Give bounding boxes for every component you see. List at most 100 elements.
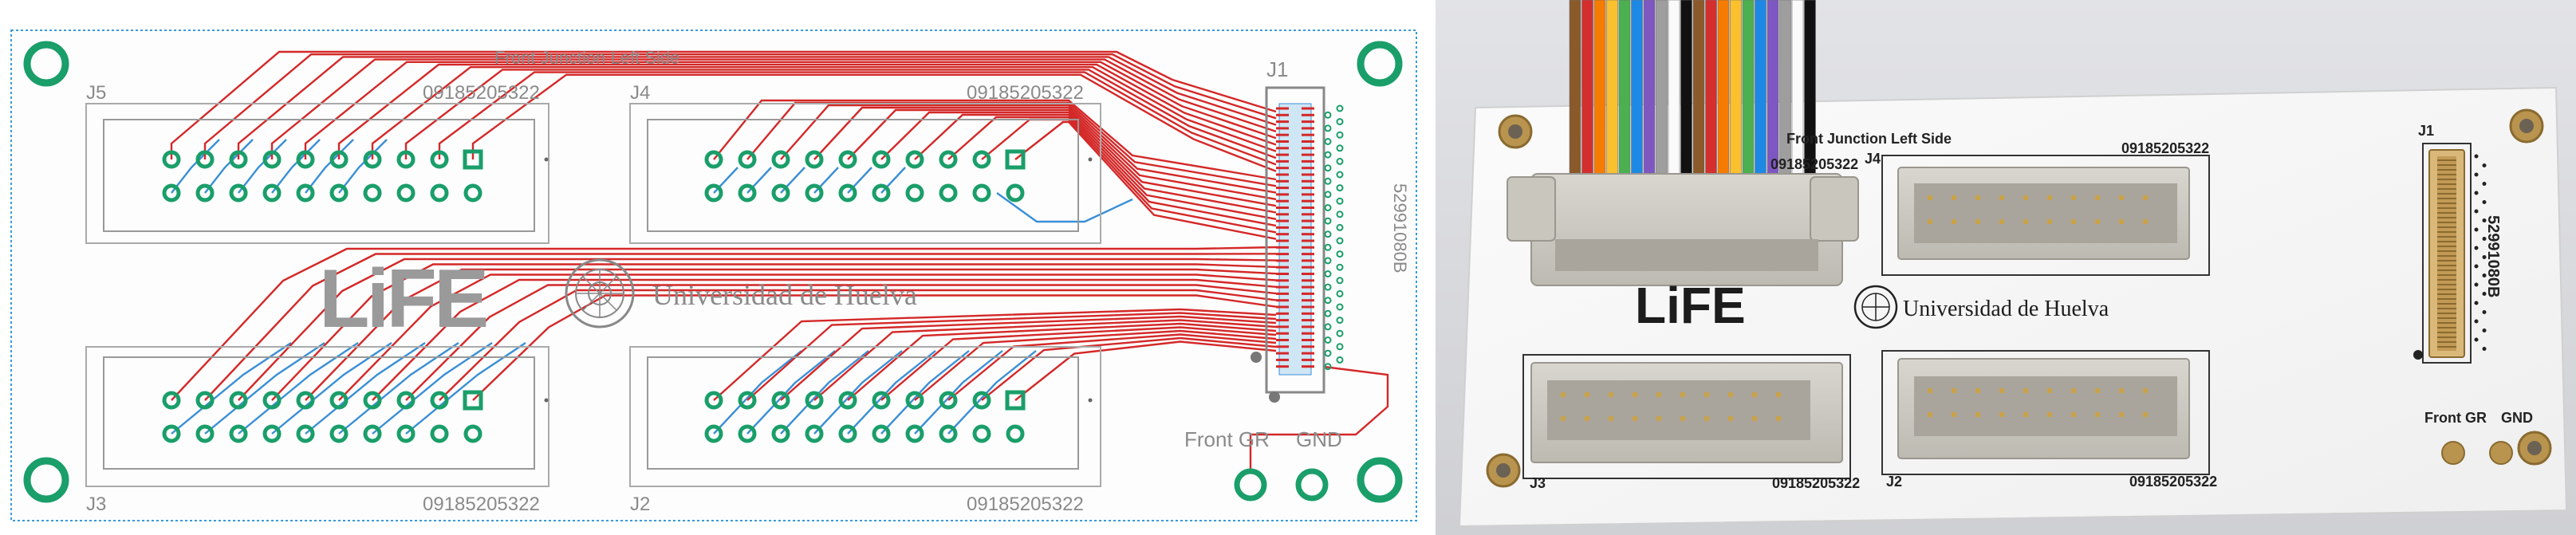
pad xyxy=(872,424,891,443)
connector-j4: J4 09185205322 xyxy=(629,82,1101,244)
pad xyxy=(162,424,181,443)
pad xyxy=(195,150,215,169)
board-photo: Front Junction Left Side 09185205322 J4 … xyxy=(1436,0,2576,535)
pad xyxy=(738,183,757,203)
mounting-hole xyxy=(1357,457,1403,503)
pad xyxy=(396,150,416,169)
connector-j1: J1 52991080B xyxy=(1251,57,1410,403)
pad xyxy=(838,391,857,410)
pad xyxy=(296,183,315,203)
photo-life-logo: LiFE xyxy=(1635,277,1746,334)
photo-university-seal-icon xyxy=(1853,285,1898,329)
pad xyxy=(329,424,349,443)
photo-j3-part: 09185205322 xyxy=(1772,475,1860,491)
pad xyxy=(771,391,790,410)
j1-label: J1 xyxy=(1266,57,1288,81)
pad xyxy=(262,424,282,443)
assembled-board-photo: Front Junction Left Side 09185205322 J4 … xyxy=(1436,0,2576,535)
pad xyxy=(296,424,315,443)
pad xyxy=(939,183,958,203)
pad xyxy=(771,150,790,169)
photo-connector-j1: J1 52991080B xyxy=(2413,123,2502,364)
photo-front-gr-label: Front GR xyxy=(2424,410,2487,426)
photo-connector-j2: J2 09185205322 xyxy=(1881,350,2217,490)
connector-j2: J2 09185205322 xyxy=(629,346,1101,515)
university-name: Universidad de Huelva xyxy=(652,279,917,311)
pad xyxy=(229,391,248,410)
pad xyxy=(229,150,248,169)
photo-connector-j5-plugged: 09185205322 xyxy=(1507,156,1859,286)
pad xyxy=(972,424,991,443)
board-title: Front Junction Left Side xyxy=(494,48,679,68)
pad xyxy=(296,391,315,410)
pad xyxy=(1006,183,1025,203)
pad xyxy=(972,183,991,203)
pad xyxy=(262,183,282,203)
pad xyxy=(162,150,181,169)
pad xyxy=(704,424,723,443)
pad xyxy=(463,183,483,203)
photo-j4-part: 09185205322 xyxy=(2121,140,2209,156)
pad-square xyxy=(463,390,483,411)
pcb-layout: Front Junction Left Side J5 09185205322 … xyxy=(10,30,1417,521)
pad-square xyxy=(1005,149,1026,170)
photo-j2-label: J2 xyxy=(1886,474,1902,490)
pad xyxy=(805,183,824,203)
pad xyxy=(838,183,857,203)
photo-front-gr-pad xyxy=(2441,441,2465,465)
pad xyxy=(905,424,924,443)
pad xyxy=(229,183,248,203)
pad-square xyxy=(1005,390,1026,411)
mounting-hole xyxy=(23,41,69,87)
connector-j3: J3 09185205322 xyxy=(85,346,549,515)
j2-part: 09185205322 xyxy=(967,494,1084,515)
photo-university-name: Universidad de Huelva xyxy=(1903,297,2109,321)
pad xyxy=(939,424,958,443)
j2-pads xyxy=(704,390,1026,443)
pad xyxy=(905,183,924,203)
j4-pads xyxy=(704,149,1026,203)
pcb-traces xyxy=(170,50,1389,471)
j1-pads xyxy=(1276,104,1344,371)
pad xyxy=(939,150,958,169)
ribbon-cable xyxy=(1569,0,1816,184)
mounting-hole xyxy=(1357,41,1403,87)
j3-pads xyxy=(162,390,483,443)
photo-mounting-holes xyxy=(1486,108,2552,488)
connector-j5: J5 09185205322 xyxy=(85,82,549,244)
photo-j1-part: 52991080B xyxy=(2484,215,2502,297)
pad xyxy=(363,391,382,410)
pad-square xyxy=(463,149,483,170)
pad xyxy=(463,424,483,443)
pad xyxy=(195,391,215,410)
pad xyxy=(329,183,349,203)
pad xyxy=(872,183,891,203)
pad xyxy=(838,424,857,443)
pad xyxy=(905,391,924,410)
pad xyxy=(805,424,824,443)
pad xyxy=(430,424,449,443)
pad xyxy=(704,183,723,203)
j4-label: J4 xyxy=(630,82,650,104)
j2-label: J2 xyxy=(630,494,650,515)
j1-part: 52991080B xyxy=(1390,183,1410,273)
pad xyxy=(296,150,315,169)
pad xyxy=(905,150,924,169)
pad xyxy=(162,391,181,410)
photo-j1-label: J1 xyxy=(2418,123,2434,139)
front-gr-label: Front GR xyxy=(1184,427,1270,451)
pad xyxy=(1006,424,1025,443)
pad xyxy=(195,424,215,443)
pad xyxy=(872,150,891,169)
pad xyxy=(329,150,349,169)
pad xyxy=(262,391,282,410)
university-seal-icon xyxy=(565,258,635,328)
pad xyxy=(738,424,757,443)
pad xyxy=(704,150,723,169)
gnd-label: GND xyxy=(1296,427,1342,451)
j5-pads xyxy=(162,149,483,203)
pad xyxy=(805,391,824,410)
pad xyxy=(430,391,449,410)
pad xyxy=(363,150,382,169)
pad xyxy=(972,150,991,169)
